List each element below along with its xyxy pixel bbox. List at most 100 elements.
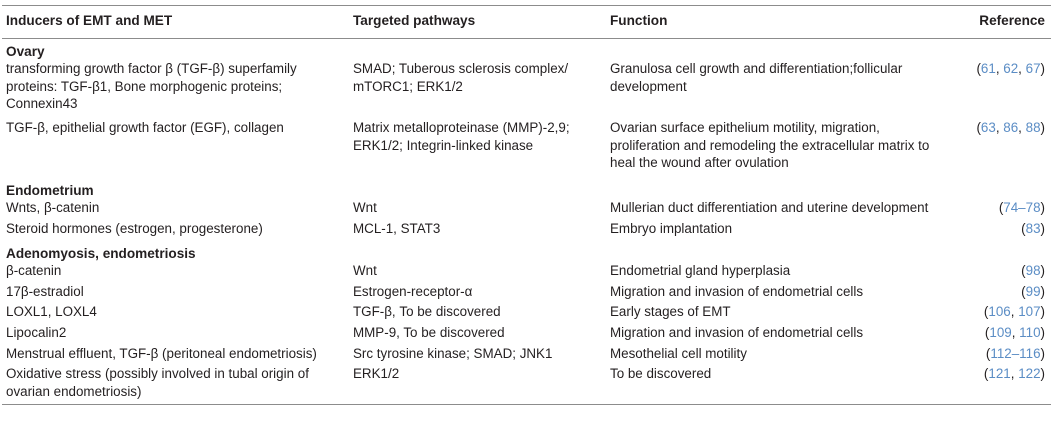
- cell-function: Migration and invasion of endometrial ce…: [610, 324, 864, 340]
- ref-paren-close: ): [1040, 366, 1045, 382]
- table-row: LOXL1, LOXL4 TGF-β, To be discovered Early…: [2, 303, 1051, 324]
- ref-paren-open: (: [984, 324, 990, 340]
- cell-function: Migration and invasion of endometrial ce…: [610, 283, 864, 299]
- table-row: Menstrual effluent, TGF-β (peritoneal en…: [2, 345, 1051, 366]
- header-function: Function: [606, 5, 951, 39]
- reference-link[interactable]: 74–78: [1003, 200, 1041, 216]
- cell-inducer: transforming growth factor β (TGF-β) sup…: [6, 61, 297, 112]
- ref-paren-close: ): [1040, 61, 1045, 77]
- ref-paren-open: (: [1021, 283, 1026, 299]
- cell-reference: (98): [951, 262, 1051, 283]
- cell-function: Mesothelial cell motility: [610, 345, 747, 361]
- ref-separator: ,: [1018, 61, 1026, 77]
- table-body: Ovary transforming growth factor β (TGF-β…: [2, 38, 1051, 406]
- reference-link[interactable]: 83: [1025, 220, 1041, 236]
- cell-pathways: Src tyrosine kinase; SMAD; JNK1: [353, 345, 553, 361]
- ref-separator: ,: [1018, 119, 1026, 135]
- reference-link[interactable]: 86: [1003, 119, 1019, 135]
- ref-paren-open: (: [1021, 263, 1026, 279]
- cell-pathways: Wnt: [353, 200, 377, 216]
- cell-pathways: Wnt: [353, 263, 377, 279]
- cell-reference: (63, 86, 88): [951, 119, 1051, 178]
- reference-link[interactable]: 62: [1003, 61, 1019, 77]
- ref-paren-close: ): [1040, 324, 1045, 340]
- cell-inducer: β-catenin: [6, 263, 62, 279]
- reference-link[interactable]: 110: [1019, 324, 1041, 340]
- ref-paren-close: ): [1040, 345, 1045, 361]
- ref-paren-open: (: [976, 61, 981, 77]
- cell-function: Endometrial gland hyperplasia: [610, 263, 791, 279]
- cell-function: Embryo implantation: [610, 220, 733, 236]
- header-inducers: Inducers of EMT and MET: [2, 5, 349, 39]
- section-title: Endometrium: [6, 182, 94, 198]
- reference-link[interactable]: 88: [1025, 119, 1041, 135]
- cell-pathways: ERK1/2: [349, 365, 606, 406]
- cell-pathways: Matrix metalloproteinase (MMP)-2,9; ERK1…: [353, 119, 570, 153]
- table-row: β-catenin Wnt Endometrial gland hyperplasi…: [2, 262, 1051, 283]
- ref-paren-open: (: [983, 304, 989, 320]
- cell-inducer: LOXL1, LOXL4: [6, 304, 97, 320]
- table-row: Wnts, β-catenin Wnt Mullerian duct differe…: [2, 199, 1051, 220]
- reference-link[interactable]: 98: [1025, 263, 1041, 279]
- table-row: Lipocalin2 MMP-9, To be discovered Migrati…: [2, 324, 1051, 345]
- cell-pathways: Estrogen-receptor-α: [353, 283, 473, 299]
- reference-link[interactable]: 61: [980, 61, 996, 77]
- ref-separator: ,: [1010, 304, 1019, 320]
- cell-function: Ovarian surface epithelium motility, mig…: [610, 119, 930, 171]
- ref-paren-open: (: [985, 345, 991, 361]
- section-title: Adenomyosis, endometriosis: [6, 245, 196, 261]
- reference-link[interactable]: 63: [980, 119, 996, 135]
- cell-inducer: Lipocalin2: [6, 324, 67, 340]
- table-header: Inducers of EMT and MET Targeted pathway…: [2, 5, 1051, 39]
- reference-link[interactable]: 112–116: [990, 345, 1041, 361]
- ref-paren-open: (: [983, 366, 989, 382]
- table-row: Steroid hormones (estrogen, progesterone…: [2, 220, 1051, 241]
- reference-link[interactable]: 99: [1025, 283, 1041, 299]
- cell-inducer: Wnts, β-catenin: [6, 200, 100, 216]
- cell-function: Mullerian duct differentiation and uteri…: [610, 200, 929, 216]
- table-row: 17β-estradiol Estrogen-receptor-α Migratio…: [2, 283, 1051, 304]
- reference-link[interactable]: 107: [1018, 304, 1041, 320]
- ref-paren-close: ): [1040, 220, 1045, 236]
- ref-paren-open: (: [1021, 220, 1026, 236]
- header-reference: Reference: [951, 5, 1051, 39]
- reference-link[interactable]: 121: [988, 366, 1011, 382]
- reference-link[interactable]: 106: [988, 304, 1011, 320]
- ref-paren-close: ): [1040, 304, 1045, 320]
- cell-inducer: TGF-β, epithelial growth factor (EGF), c…: [6, 119, 284, 135]
- header-row: Inducers of EMT and MET Targeted pathway…: [2, 5, 1051, 39]
- cell-inducer: 17β-estradiol: [6, 283, 84, 299]
- cell-function: Early stages of EMT: [610, 304, 731, 320]
- cell-reference: (121, 122): [951, 365, 1051, 406]
- table-row: Oxidative stress (possibly involved in t…: [2, 365, 1051, 406]
- cell-reference: (83): [951, 220, 1051, 241]
- ref-paren-close: ): [1040, 263, 1045, 279]
- ref-separator: ,: [1011, 324, 1020, 340]
- reference-link[interactable]: 109: [989, 324, 1012, 340]
- table-row: transforming growth factor β (TGF-β) sup…: [2, 60, 1051, 119]
- cell-pathways: TGF-β, To be discovered: [353, 304, 501, 320]
- ref-paren-close: ): [1040, 119, 1045, 135]
- table-row: TGF-β, epithelial growth factor (EGF), c…: [2, 119, 1051, 178]
- ref-separator: ,: [1010, 366, 1019, 382]
- section-row: Endometrium: [2, 178, 1051, 200]
- ref-paren-open: (: [976, 119, 981, 135]
- header-pathways: Targeted pathways: [349, 5, 606, 39]
- cell-reference: (106, 107): [951, 303, 1051, 324]
- cell-reference: (99): [951, 283, 1051, 304]
- cell-reference: (74–78): [951, 199, 1051, 220]
- ref-separator: ,: [995, 61, 1004, 77]
- section-row: Adenomyosis, endometriosis: [2, 241, 1051, 263]
- cell-pathways: MCL-1, STAT3: [353, 220, 441, 236]
- cell-reference: (109, 110): [951, 324, 1051, 345]
- section-title: Ovary: [6, 43, 45, 59]
- cell-inducer: Menstrual effluent, TGF-β (peritoneal en…: [6, 345, 317, 361]
- cell-function: To be discovered: [606, 365, 951, 406]
- cell-pathways: MMP-9, To be discovered: [353, 324, 505, 340]
- cell-inducer: Steroid hormones (estrogen, progesterone…: [6, 220, 263, 236]
- cell-pathways: SMAD; Tuberous sclerosis complex/ mTORC1…: [353, 61, 569, 94]
- cell-inducer: Oxidative stress (possibly involved in t…: [2, 365, 349, 406]
- reference-link[interactable]: 67: [1025, 61, 1041, 77]
- reference-link[interactable]: 122: [1018, 366, 1041, 382]
- ref-paren-close: ): [1040, 283, 1045, 299]
